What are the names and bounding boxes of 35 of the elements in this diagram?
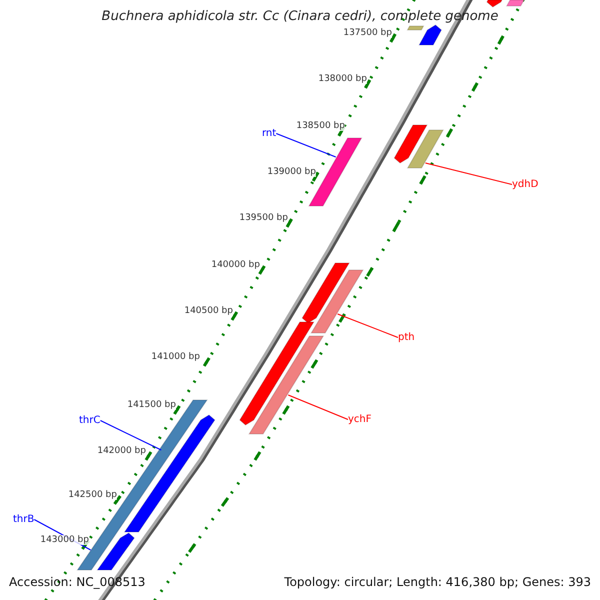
gene-label: thrC bbox=[79, 415, 100, 426]
gene-label: ydhD bbox=[512, 179, 538, 190]
position-label: 142000 bp bbox=[97, 446, 146, 456]
gene-label: pth bbox=[398, 332, 415, 343]
gene-bar bbox=[506, 0, 525, 6]
gene-bar bbox=[406, 26, 424, 30]
gene-bar bbox=[302, 262, 350, 324]
position-label: 143000 bp bbox=[40, 535, 89, 545]
position-label: 138000 bp bbox=[318, 74, 367, 84]
gene-bar bbox=[310, 270, 364, 334]
gene-bar bbox=[486, 0, 503, 8]
position-label: 139500 bp bbox=[239, 213, 288, 223]
position-label: 141000 bp bbox=[151, 352, 200, 362]
leader-line bbox=[288, 394, 348, 420]
gene-label: thrB bbox=[13, 514, 34, 525]
summary-text: Topology: circular; Length: 416,380 bp; Genes: 393 bbox=[284, 575, 591, 589]
gene-label: rnt bbox=[262, 128, 276, 139]
position-label: 142500 bp bbox=[68, 490, 117, 500]
gene-label: ychF bbox=[348, 414, 372, 425]
gene-bar bbox=[418, 24, 442, 46]
gene-bar bbox=[96, 532, 135, 570]
position-label: 138500 bp bbox=[296, 121, 345, 131]
gene-bar bbox=[239, 322, 315, 426]
leader-line bbox=[337, 314, 398, 338]
position-label: 140500 bp bbox=[184, 306, 233, 316]
position-label: 141500 bp bbox=[127, 400, 176, 410]
leader-line bbox=[424, 162, 512, 185]
leader-line bbox=[276, 133, 336, 158]
position-label: 140000 bp bbox=[211, 260, 260, 270]
position-label: 139000 bp bbox=[267, 167, 316, 177]
leader-line bbox=[100, 420, 162, 450]
position-label: 137500 bp bbox=[343, 28, 392, 38]
gene-bar bbox=[248, 336, 324, 434]
gene-bar bbox=[394, 124, 428, 164]
gene-bar bbox=[406, 130, 444, 168]
